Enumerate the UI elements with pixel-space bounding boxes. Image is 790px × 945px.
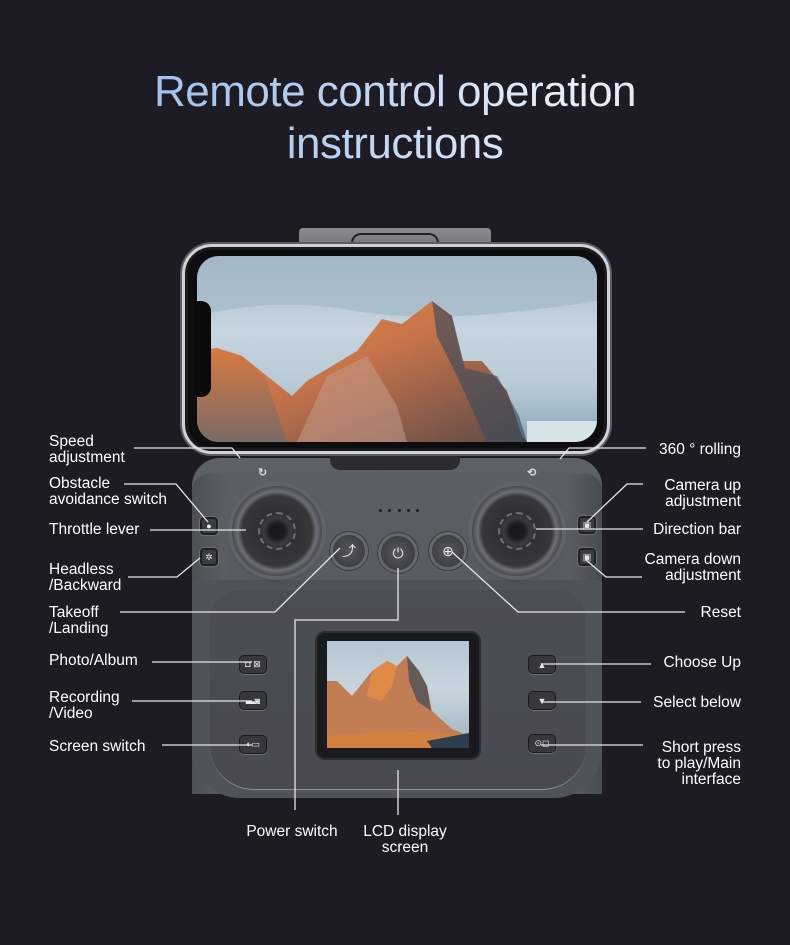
screen-switch-button[interactable]: ◐▭ (239, 735, 267, 754)
lcd-display (317, 633, 479, 758)
indicator-dot (406, 509, 410, 512)
obstacle-avoidance-button[interactable]: ● (200, 517, 218, 535)
leader-headless (128, 557, 201, 578)
camera-up-icon: ▣ (582, 519, 592, 530)
select-below-button[interactable]: ▼ (528, 691, 556, 710)
takeoff-landing-button[interactable]: ⤴ (333, 535, 365, 567)
label-recording-video: Recording /Video (49, 689, 120, 722)
recording-video-button[interactable]: ▬◙ (239, 691, 267, 710)
camera-album-icon: ◘ ⊠ (245, 659, 261, 669)
label-obstacle-avoidance: Obstacle avoidance switch (49, 475, 168, 508)
label-direction-bar: Direction bar (653, 521, 741, 538)
battery-indicator-dots (379, 509, 419, 513)
lcd-screen (327, 641, 469, 748)
indicator-dot (416, 509, 419, 512)
video-icon: ▬◙ (245, 695, 261, 706)
joystick-cap (258, 512, 296, 550)
direction-joystick[interactable] (472, 486, 562, 576)
phone-notch (195, 301, 211, 397)
page-title: Remote control operation instructions (0, 66, 790, 170)
phone-screen (197, 256, 597, 442)
throttle-joystick[interactable] (232, 486, 322, 576)
label-screen-switch: Screen switch (49, 738, 146, 755)
arrow-up-icon: ▲ (537, 659, 547, 670)
page-title-line-2: instructions (286, 119, 504, 168)
play-main-interface-button[interactable]: ⊙◻ (528, 734, 556, 753)
phone-holder-base (330, 456, 460, 470)
label-choose-up: Choose Up (663, 654, 741, 671)
rotate-360-icon: ⟲ (527, 467, 537, 479)
label-360-rolling: 360 ° rolling (658, 441, 741, 458)
label-reset: Reset (700, 604, 742, 621)
arrow-down-icon: ▼ (537, 695, 547, 706)
label-throttle-lever: Throttle lever (49, 521, 140, 538)
choose-up-button[interactable]: ▲ (528, 655, 556, 674)
photo-album-button[interactable]: ◘ ⊠ (239, 655, 267, 674)
label-headless-backward: Headless /Backward (49, 561, 122, 594)
label-lcd-display: LCD display screen (363, 823, 447, 856)
indicator-dot (388, 509, 392, 512)
obstacle-icon: ● (206, 521, 212, 531)
camera-down-icon: ▣ (582, 551, 592, 562)
smartphone (182, 244, 610, 454)
screen-switch-icon: ◐▭ (246, 739, 260, 749)
mountain-landscape-image (197, 256, 597, 442)
label-select-below: Select below (653, 694, 741, 711)
headless-backward-button[interactable]: ✲ (200, 548, 218, 566)
reset-button[interactable]: ⊕ (432, 535, 464, 567)
takeoff-icon: ⤴ (342, 543, 356, 559)
label-power-switch: Power switch (246, 823, 338, 840)
label-takeoff-landing: Takeoff /Landing (49, 604, 109, 637)
label-camera-up: Camera up adjustment (664, 477, 741, 510)
indicator-dot (397, 509, 401, 512)
label-speed-adjustment: Speed adjustment (49, 433, 125, 466)
play-menu-icon: ⊙◻ (534, 738, 550, 748)
page-title-line-1: Remote control operation (153, 67, 637, 116)
label-short-press-play: Short press to play/Main interface (657, 739, 741, 788)
camera-down-button[interactable]: ▣ (578, 548, 596, 566)
joystick-cap (498, 512, 536, 550)
clamp-notch (351, 233, 439, 249)
power-icon: ⏻ (392, 544, 404, 561)
indicator-dot (379, 509, 382, 512)
headless-icon: ✲ (205, 551, 213, 562)
power-button[interactable]: ⏻ (381, 536, 415, 570)
fly-mode-icon: ↻ (258, 467, 268, 479)
label-photo-album: Photo/Album (49, 652, 138, 669)
label-camera-down: Camera down adjustment (644, 551, 742, 584)
mountain-landscape-image (327, 656, 469, 748)
reset-target-icon: ⊕ (442, 542, 454, 559)
camera-up-button[interactable]: ▣ (578, 516, 596, 534)
